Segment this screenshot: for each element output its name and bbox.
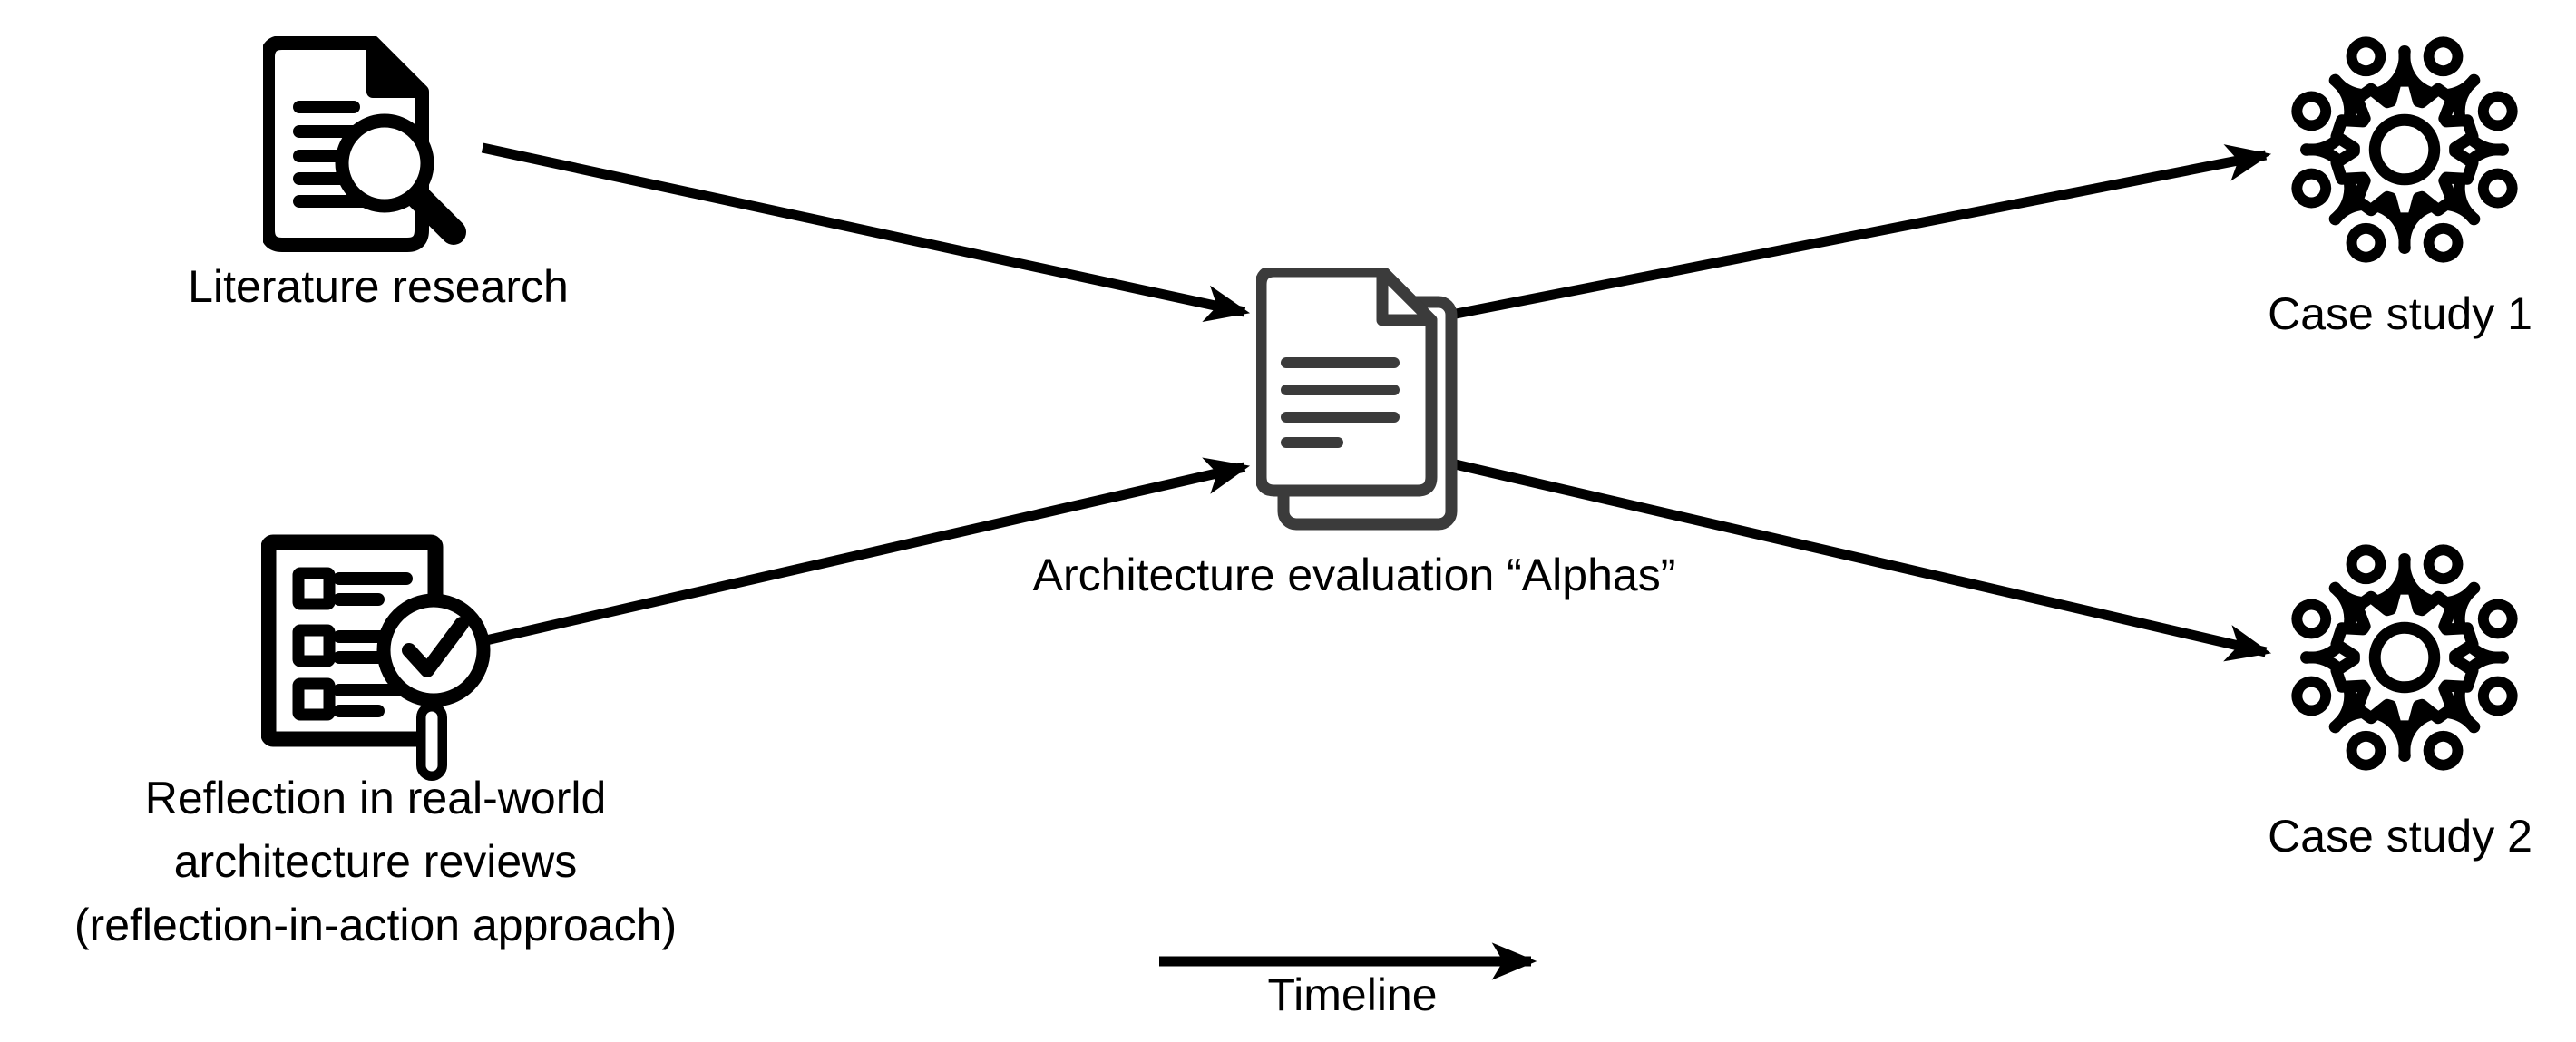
timeline-label: Timeline [1267,969,1438,1020]
reflection-label: Reflection in real-world architecture re… [73,773,678,950]
team-gear-icon [2291,36,2518,263]
team-gear-icon [2291,544,2518,771]
edge-reflection-to-evaluation [484,457,1251,646]
checklist-magnifier-icon [261,534,491,781]
case-study-1-label: Case study 1 [2268,288,2532,339]
literature-label: Literature research [188,261,569,312]
case-study-2-label: Case study 2 [2268,811,2532,862]
document-magnifier-icon [263,36,466,252]
edge-literature-to-evaluation [481,142,1251,323]
evaluation-label: Architecture evaluation “Alphas” [1032,550,1676,600]
edge-evaluation-to-case-study-2 [1449,458,2272,662]
stacked-documents-icon [1256,268,1458,531]
edge-evaluation-to-case-study-1 [1449,144,2272,320]
